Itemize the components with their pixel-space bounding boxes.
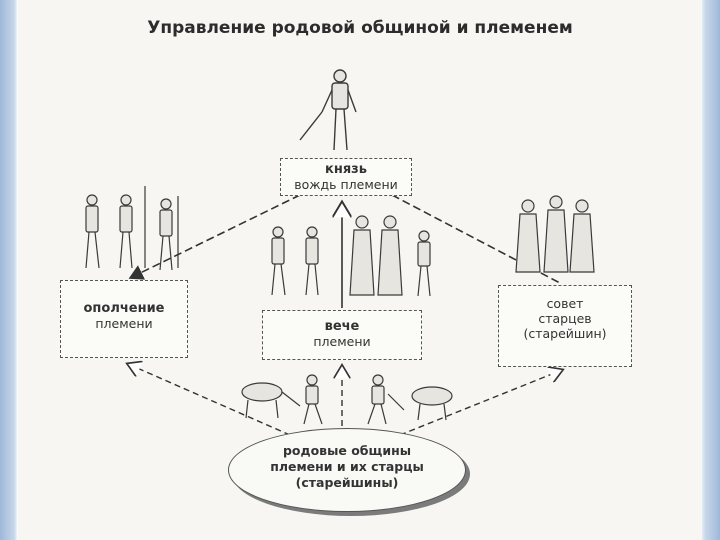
obshchiny-line3: (старейшины) xyxy=(229,475,465,491)
veche-title: вече xyxy=(263,319,421,334)
warriors-figures xyxy=(86,186,178,270)
sovet-box: совет старцев (старейшин) xyxy=(498,285,632,367)
obshchiny-line2: племени и их старцы xyxy=(229,459,465,475)
elders-figures xyxy=(516,196,594,272)
opolchenie-title: ополчение xyxy=(61,301,187,316)
veche-crowd-figures xyxy=(272,216,430,296)
obshchiny-line1: родовые общины xyxy=(229,443,465,459)
veche-box: вече племени xyxy=(262,310,422,360)
sovet-line2: старцев xyxy=(499,311,631,326)
ploughing-scene xyxy=(242,375,452,424)
opolchenie-subtitle: племени xyxy=(61,316,187,331)
veche-subtitle: племени xyxy=(263,334,421,349)
knyaz-figure xyxy=(300,70,356,150)
knyaz-box: князь вождь племени xyxy=(280,158,412,196)
sovet-line3: (старейшин) xyxy=(499,326,631,341)
knyaz-title: князь xyxy=(281,162,411,177)
opolchenie-box: ополчение племени xyxy=(60,280,188,358)
knyaz-subtitle: вождь племени xyxy=(281,177,411,192)
sovet-line1: совет xyxy=(499,296,631,311)
obshchiny-oval: родовые общины племени и их старцы (стар… xyxy=(228,428,466,512)
